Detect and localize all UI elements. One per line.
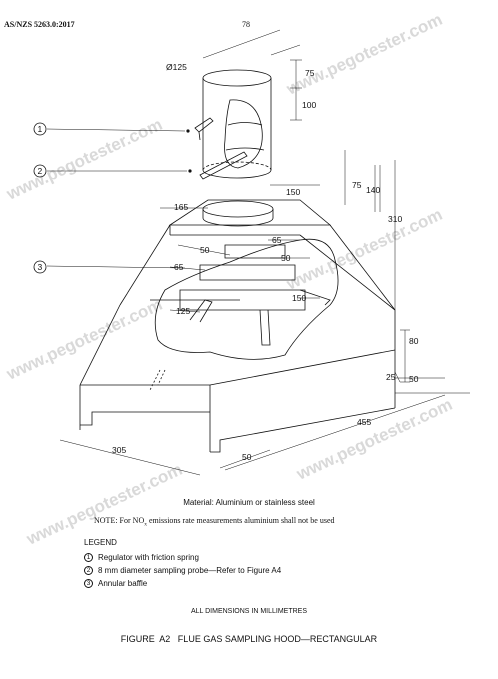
watermark: www.pegotester.com bbox=[3, 115, 165, 204]
dim-310: 310 bbox=[388, 214, 402, 224]
callout-2 bbox=[33, 164, 47, 178]
regulator bbox=[186, 117, 214, 141]
dim-50-a: 50 bbox=[200, 245, 210, 255]
legend-number-3: 3 bbox=[84, 579, 93, 588]
watermark: www.pegotester.com bbox=[283, 10, 445, 99]
note: NOTE: For NOx emissions rate measurement… bbox=[94, 516, 335, 528]
dim-305: 305 bbox=[112, 445, 126, 455]
legend-item: 2 8 mm diameter sampling probe—Refer to F… bbox=[84, 564, 281, 577]
material-note: Material: Aluminium or stainless steel bbox=[183, 498, 315, 507]
legend-number-1: 1 bbox=[84, 553, 93, 562]
hood-body bbox=[79, 199, 396, 453]
dim-75-mid: 75 bbox=[352, 180, 362, 190]
callout-number-1: 1 bbox=[38, 124, 43, 134]
legend-number-2: 2 bbox=[84, 566, 93, 575]
legend: 1 Regulator with friction spring 2 8 mm di… bbox=[84, 551, 281, 590]
dim-50-b: 50 bbox=[281, 253, 291, 263]
dim-125: 125 bbox=[176, 306, 190, 316]
dim-65-a: 65 bbox=[272, 235, 282, 245]
dim-140: 140 bbox=[366, 185, 380, 195]
watermark-group: www.pegotester.com www.pegotester.com ww… bbox=[3, 10, 455, 549]
page-number: 78 bbox=[242, 20, 250, 29]
legend-item: 1 Regulator with friction spring bbox=[84, 551, 281, 564]
note-subscript: x bbox=[144, 521, 147, 528]
callout-3 bbox=[33, 260, 47, 274]
dim-455: 455 bbox=[357, 417, 371, 427]
figure-caption: FIGURE A2 FLUE GAS SAMPLING HOOD—RECTANG… bbox=[120, 634, 378, 644]
legend-text-3: Annular baffle bbox=[98, 579, 148, 588]
legend-title: LEGEND bbox=[84, 538, 117, 547]
flue-pipe bbox=[202, 69, 272, 179]
dimension-lines bbox=[46, 29, 470, 476]
legend-item: 3 Annular baffle bbox=[84, 577, 281, 590]
dim-25: 25 bbox=[386, 372, 396, 382]
dim-150-b: 150 bbox=[292, 293, 306, 303]
sampling-probe bbox=[188, 151, 248, 180]
dim-80: 80 bbox=[409, 336, 419, 346]
dim-65-b: 65 bbox=[174, 262, 184, 272]
dim-75-top: 75 bbox=[305, 68, 315, 78]
dim-50-d: 50 bbox=[242, 452, 252, 462]
legend-text-2: 8 mm diameter sampling probe—Refer to Fi… bbox=[98, 566, 282, 575]
legend-text-1: Regulator with friction spring bbox=[98, 553, 199, 562]
note-prefix: NOTE: For NO bbox=[94, 516, 145, 525]
note-suffix: emissions rate measurements aluminium sh… bbox=[146, 516, 335, 525]
callout-1 bbox=[33, 122, 47, 136]
watermark: www.pegotester.com bbox=[283, 205, 445, 294]
all-dimensions-note: ALL DIMENSIONS IN MILLIMETRES bbox=[190, 608, 308, 615]
standard-number: AS/NZS 5263.0:2017 bbox=[4, 20, 75, 29]
dim-pipe-diameter: Ø125 bbox=[166, 62, 187, 72]
dim-165: 165 bbox=[174, 202, 188, 212]
dim-150: 150 bbox=[286, 187, 300, 197]
watermark: www.pegotester.com bbox=[293, 395, 455, 484]
callout-number-2: 2 bbox=[38, 166, 43, 176]
watermark: www.pegotester.com bbox=[3, 295, 165, 384]
dim-100: 100 bbox=[302, 100, 316, 110]
callout-number-3: 3 bbox=[38, 262, 43, 272]
dim-50-c: 50 bbox=[409, 374, 419, 384]
